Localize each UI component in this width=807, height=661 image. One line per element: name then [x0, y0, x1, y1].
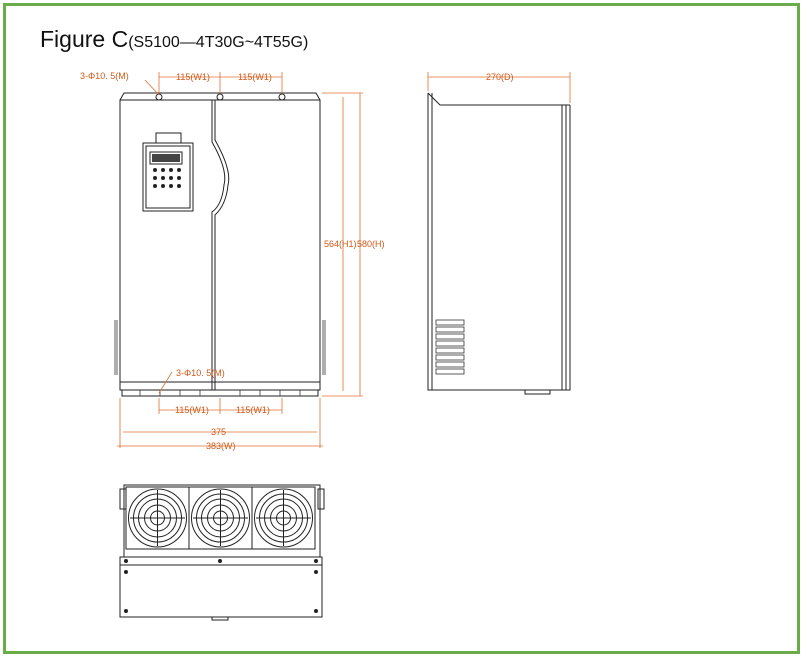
- figure-title-sub: (S5100—4T30G~4T55G): [128, 34, 309, 51]
- dim-h: 580(H): [357, 239, 385, 249]
- dim-width-375: 375: [211, 427, 226, 437]
- fan-2: [188, 486, 253, 550]
- front-dimension-lines: [117, 72, 363, 448]
- bottom-view: [119, 484, 325, 621]
- fan-1: [125, 486, 190, 550]
- dim-h1: 564(H1): [324, 239, 357, 249]
- dim-depth: 270(D): [486, 72, 514, 82]
- mount-hole: [216, 93, 224, 101]
- side-view: [427, 72, 571, 395]
- dim-top-w1-right: 115(W1): [238, 72, 272, 82]
- front-view: [114, 92, 326, 397]
- dim-top-hole: 3-Φ10. 5(M): [80, 71, 129, 81]
- side-vent-slots: [435, 319, 465, 375]
- keypad-panel: [142, 132, 194, 212]
- fan-3: [251, 486, 316, 550]
- dim-width-w: 383(W): [206, 441, 236, 451]
- dim-bottom-hole: 3-Φ10. 5(M): [176, 368, 225, 378]
- dim-bottom-w1-left: 115(W1): [175, 405, 209, 415]
- mount-hole: [278, 93, 286, 101]
- dim-top-w1-left: 115(W1): [176, 72, 210, 82]
- figure-title: Figure C(S5100—4T30G~4T55G): [40, 26, 308, 53]
- figure-title-main: Figure C: [40, 26, 129, 52]
- dim-bottom-w1-right: 115(W1): [236, 405, 270, 415]
- figure-frame: [3, 3, 800, 654]
